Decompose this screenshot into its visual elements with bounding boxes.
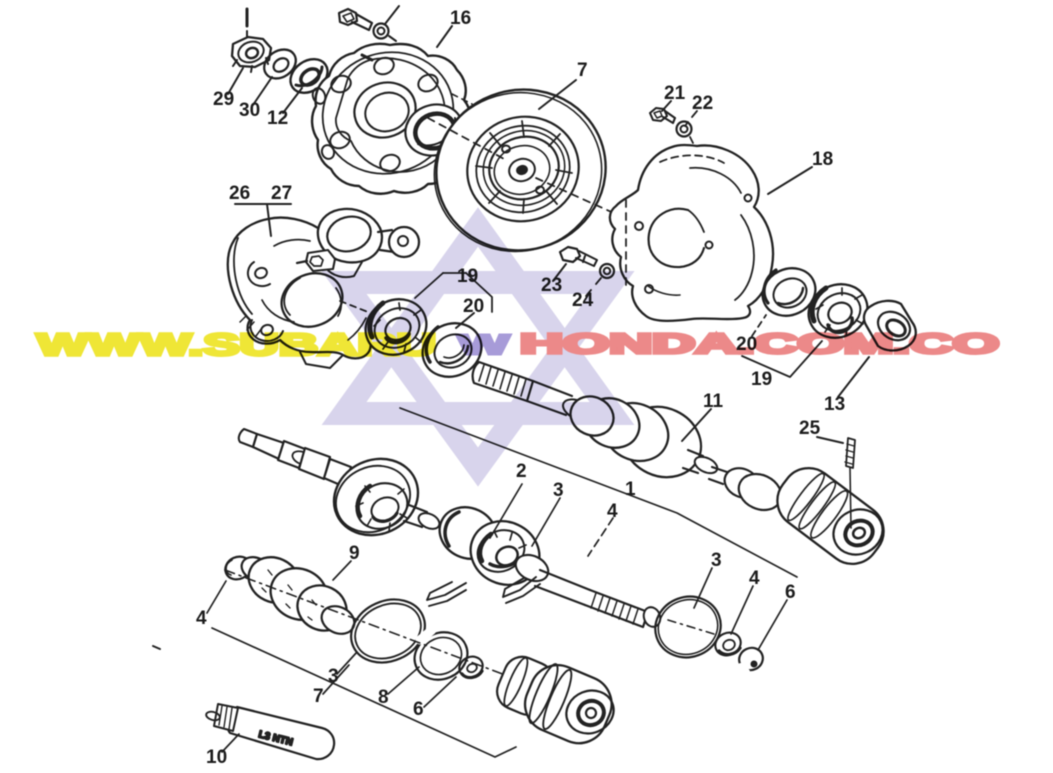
svg-text:1: 1 [625,479,636,500]
svg-text:13: 13 [824,394,845,415]
svg-text:8: 8 [378,687,389,708]
svg-text:3: 3 [553,480,564,501]
svg-text:6: 6 [413,699,424,720]
svg-text:22: 22 [692,93,713,114]
svg-text:16: 16 [450,8,471,29]
svg-text:10: 10 [206,747,227,768]
svg-text:21: 21 [664,83,686,104]
svg-text:3: 3 [711,550,722,571]
svg-text:19: 19 [751,369,772,390]
svg-text:29: 29 [213,89,234,110]
svg-text:18: 18 [812,149,833,170]
svg-text:4: 4 [196,608,207,629]
svg-text:HONDA.COM.CO: HONDA.COM.CO [520,328,999,359]
svg-text:6: 6 [785,582,796,603]
svg-text:26: 26 [229,183,250,204]
svg-text:20: 20 [463,296,484,317]
svg-text:30: 30 [239,100,260,121]
svg-text:2: 2 [516,461,527,482]
svg-text:11: 11 [703,391,724,412]
svg-text:7: 7 [577,60,588,81]
svg-text:4: 4 [607,501,618,522]
svg-text:WWW.SUBARU: WWW.SUBARU [37,327,436,362]
svg-text:27: 27 [271,183,292,204]
svg-text:4: 4 [749,568,760,589]
svg-text:9: 9 [349,543,360,564]
svg-text:20: 20 [736,334,757,355]
svg-text:7: 7 [313,686,324,707]
svg-text:12: 12 [267,108,288,129]
svg-text:3: 3 [328,666,339,687]
svg-text:25: 25 [799,418,821,439]
svg-text:W: W [458,329,510,360]
